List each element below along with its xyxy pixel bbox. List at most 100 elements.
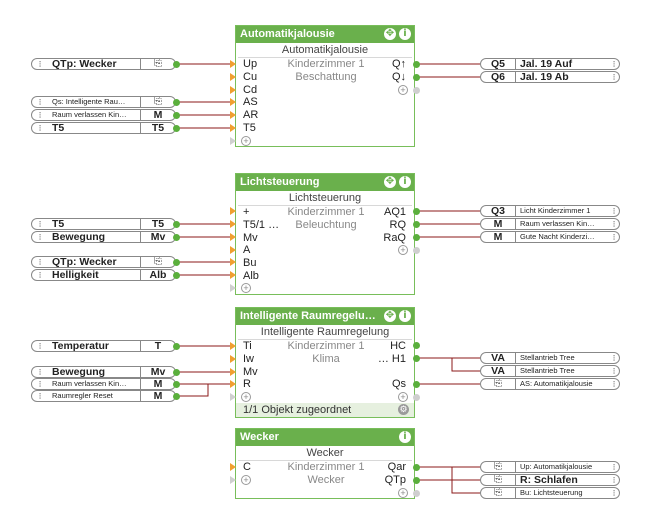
input-bu[interactable]: Bu: [243, 257, 257, 269]
input-connector[interactable]: [230, 86, 236, 94]
ref-qtp-wecker[interactable]: ⁝ QTp: Wecker ⎘: [31, 256, 176, 268]
input-connector[interactable]: [230, 220, 236, 228]
input-mv[interactable]: Mv: [243, 232, 258, 244]
input-connector[interactable]: [230, 393, 236, 401]
output-connector[interactable]: [413, 381, 420, 388]
info-icon[interactable]: i: [399, 431, 411, 443]
block-header[interactable]: Lichtsteuerung ✥ i: [236, 174, 414, 191]
input-connector[interactable]: [230, 476, 236, 484]
input-iw[interactable]: Iw: [243, 353, 254, 365]
input-as[interactable]: AS: [243, 96, 258, 108]
plus-icon[interactable]: +: [398, 245, 408, 255]
jump-icon[interactable]: ⎘: [140, 59, 175, 69]
block-wecker[interactable]: Wecker i Wecker Kinderzimmer 1 Wecker C …: [235, 428, 415, 499]
output-connector[interactable]: [413, 355, 420, 362]
ref-temperatur[interactable]: ⁝ Temperatur T: [31, 340, 176, 352]
input-connector[interactable]: [230, 73, 236, 81]
ref-t5[interactable]: ⁝ T5 T5: [31, 122, 176, 134]
ref-bewegung[interactable]: ⁝ Bewegung Mv: [31, 231, 176, 243]
input-r[interactable]: R: [243, 378, 251, 390]
input-connector[interactable]: [230, 284, 236, 292]
output-connector[interactable]: [413, 221, 420, 228]
info-icon[interactable]: ⁝: [612, 462, 616, 472]
info-icon[interactable]: ⁝: [38, 341, 42, 351]
output-connector[interactable]: [413, 247, 420, 254]
input-connector[interactable]: [230, 258, 236, 266]
info-icon[interactable]: ⁝: [612, 353, 616, 363]
ref-bu-lichtsteuerung[interactable]: ⎘ Bu: Lichtsteuerung ⁝: [480, 487, 620, 499]
ref-raumregler-reset[interactable]: ⁝ Raumregler Reset M: [31, 390, 176, 402]
ref-helligkeit[interactable]: ⁝ Helligkeit Alb: [31, 269, 176, 281]
ref-qtp-wecker[interactable]: ⁝ QTp: Wecker ⎘: [31, 58, 176, 70]
input-plus[interactable]: +: [243, 206, 250, 218]
input-ar[interactable]: AR: [243, 109, 259, 121]
ref-raum-verlassen[interactable]: ⁝ Raum verlassen Kin… M: [31, 378, 176, 390]
info-icon[interactable]: ⁝: [612, 232, 616, 242]
jump-icon[interactable]: ⎘: [481, 379, 516, 389]
input-alb[interactable]: Alb: [243, 270, 259, 282]
ref-stellantrieb[interactable]: VA Stellantrieb Tree ⁝: [480, 352, 620, 364]
jump-icon[interactable]: ⎘: [481, 488, 516, 498]
info-icon[interactable]: i: [399, 310, 411, 322]
input-mv[interactable]: Mv: [243, 366, 258, 378]
plus-icon[interactable]: +: [241, 136, 251, 146]
ref-as-automatikjalousie[interactable]: ⎘ AS: Automatikjalousie ⁝: [480, 378, 620, 390]
block-intelligente-raumregelung[interactable]: Intelligente Raumregelu… ✥ i Intelligent…: [235, 307, 415, 418]
info-icon[interactable]: ⁝: [612, 379, 616, 389]
output-raq[interactable]: RaQ: [383, 232, 406, 244]
plus-icon[interactable]: +: [241, 283, 251, 293]
block-header[interactable]: Wecker i: [236, 429, 414, 446]
output-hc[interactable]: HC: [390, 340, 406, 352]
plus-icon[interactable]: +: [241, 475, 251, 485]
info-icon[interactable]: ⁝: [38, 123, 42, 133]
ref-raum-verlassen[interactable]: ⁝ Raum verlassen Kin… M: [31, 109, 176, 121]
output-connector[interactable]: [413, 234, 420, 241]
info-icon[interactable]: ⁝: [38, 232, 42, 242]
info-icon[interactable]: ⁝: [612, 72, 616, 82]
jump-icon[interactable]: ⎘: [481, 475, 516, 485]
ref-up-automatikjalousie[interactable]: ⎘ Up: Automatikjalousie ⁝: [480, 461, 620, 473]
input-connector[interactable]: [230, 355, 236, 363]
info-icon[interactable]: i: [399, 176, 411, 188]
info-icon[interactable]: i: [399, 28, 411, 40]
output-connector[interactable]: [413, 61, 420, 68]
gear-icon[interactable]: ⚙: [398, 404, 409, 415]
ref-t5[interactable]: ⁝ T5 T5: [31, 218, 176, 230]
info-icon[interactable]: ⁝: [612, 475, 616, 485]
input-connector[interactable]: [230, 246, 236, 254]
input-t5-1[interactable]: T5/1 …: [243, 219, 280, 231]
move-icon[interactable]: ✥: [384, 28, 396, 40]
input-connector[interactable]: [230, 342, 236, 350]
info-icon[interactable]: ⁝: [612, 59, 616, 69]
input-cu[interactable]: Cu: [243, 71, 258, 83]
info-icon[interactable]: ⁝: [38, 97, 42, 107]
jump-icon[interactable]: ⎘: [140, 97, 175, 107]
info-icon[interactable]: ⁝: [612, 219, 616, 229]
output-connector[interactable]: [413, 74, 420, 81]
output-connector[interactable]: [413, 394, 420, 401]
jump-icon[interactable]: ⎘: [140, 257, 175, 267]
input-connector[interactable]: [230, 368, 236, 376]
input-connector[interactable]: [230, 207, 236, 215]
input-c[interactable]: C: [243, 461, 251, 473]
input-ti[interactable]: Ti: [243, 340, 252, 352]
input-connector[interactable]: [230, 271, 236, 279]
output-qtp[interactable]: QTp: [384, 474, 406, 486]
plus-icon[interactable]: +: [398, 392, 408, 402]
ref-stellantrieb[interactable]: VA Stellantrieb Tree ⁝: [480, 365, 620, 377]
info-icon[interactable]: ⁝: [612, 366, 616, 376]
input-cd[interactable]: Cd: [243, 84, 258, 96]
info-icon[interactable]: ⁝: [38, 219, 42, 229]
jump-icon[interactable]: ⎘: [481, 462, 516, 472]
ref-gute-nacht[interactable]: M Gute Nacht Kinderzi… ⁝: [480, 231, 620, 243]
input-up[interactable]: Up: [243, 58, 258, 70]
input-connector[interactable]: [230, 111, 236, 119]
ref-bewegung[interactable]: ⁝ Bewegung Mv: [31, 366, 176, 378]
info-icon[interactable]: ⁝: [38, 110, 42, 120]
block-automatikjalousie[interactable]: Automatikjalousie ✥ i Automatikjalousie …: [235, 25, 415, 147]
output-rq[interactable]: RQ: [389, 219, 407, 231]
output-connector[interactable]: [413, 490, 420, 497]
info-icon[interactable]: ⁝: [38, 379, 42, 389]
info-icon[interactable]: ⁝: [38, 257, 42, 267]
info-icon[interactable]: ⁝: [38, 391, 42, 401]
